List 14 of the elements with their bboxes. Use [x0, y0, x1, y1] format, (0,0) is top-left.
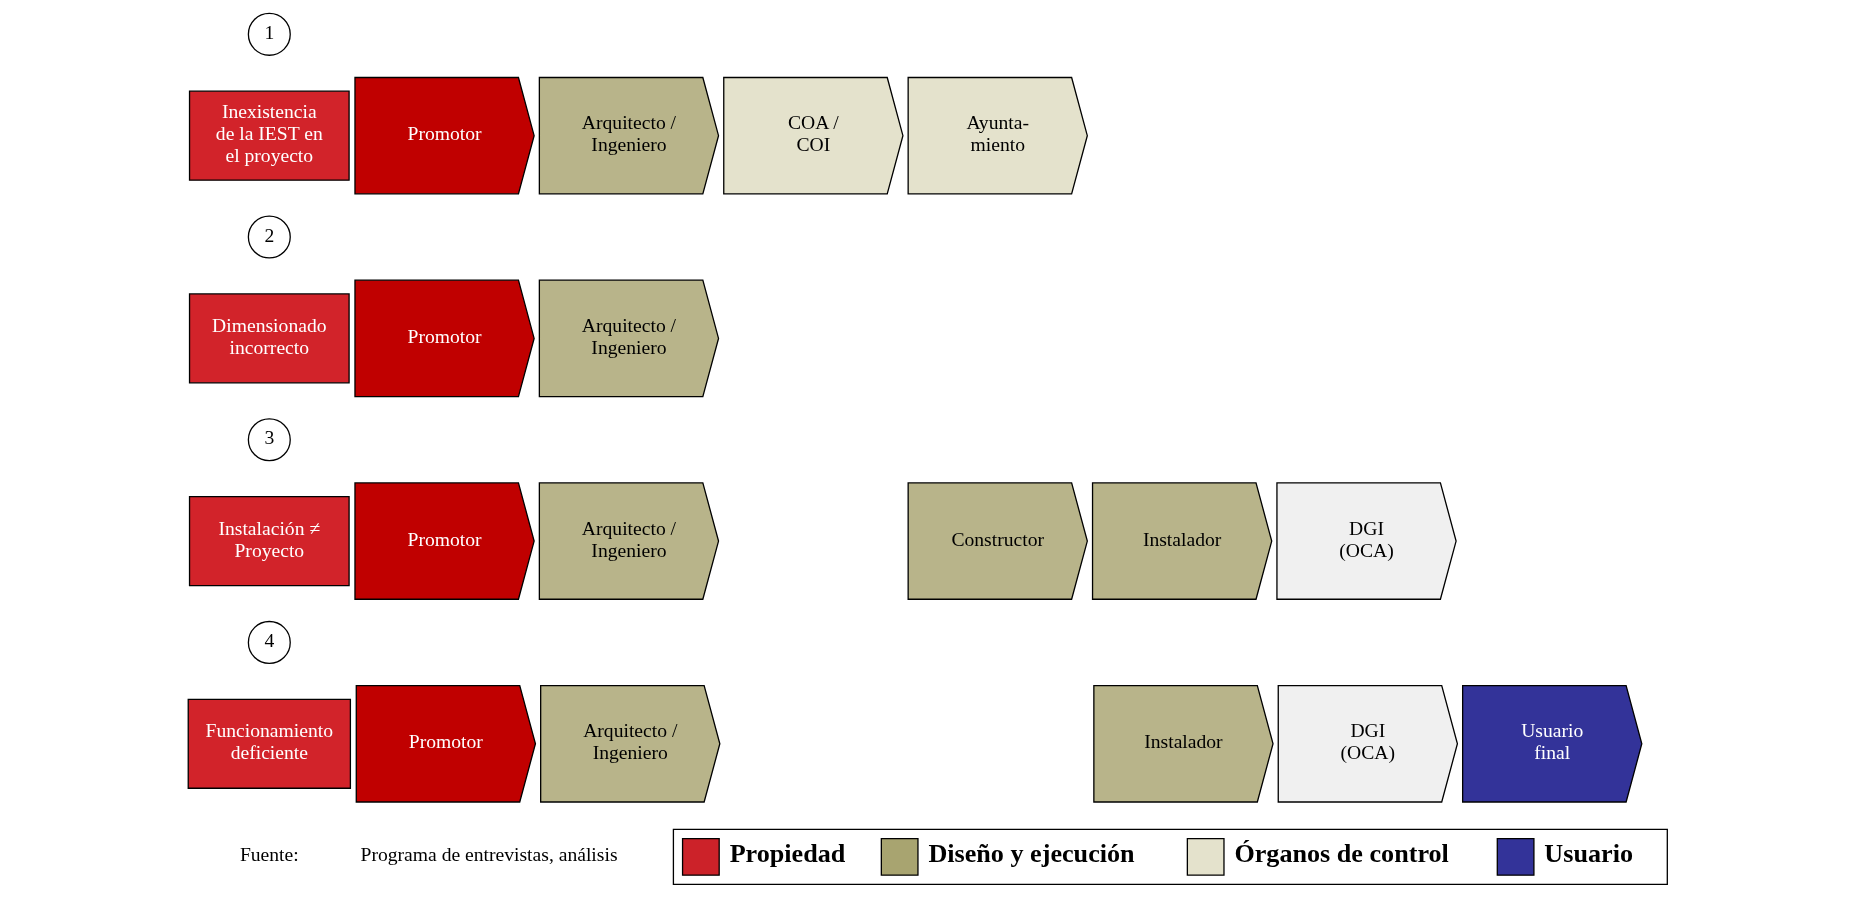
- node-box: Dimensionado incorrecto: [188, 293, 350, 384]
- node-circle: 1: [247, 12, 291, 56]
- legend-label: Diseño y ejecución: [927, 839, 1135, 869]
- node-circle: 2: [247, 215, 291, 259]
- legend-label: Propiedad: [729, 839, 845, 869]
- node-circle: 4: [247, 620, 291, 664]
- label: Programa de entrevistas, análisis: [360, 844, 618, 866]
- legend-label: Órganos de control: [1233, 839, 1449, 869]
- label: Fuente:: [239, 844, 299, 866]
- node-circle: 3: [247, 418, 291, 462]
- node-box: Funcionamiento deficiente: [187, 698, 351, 789]
- node-box: Inexistencia de la IEST en el proyecto: [188, 90, 350, 181]
- legend-label: Usuario: [1543, 839, 1633, 869]
- node-box: Instalación ≠ Proyecto: [188, 495, 350, 587]
